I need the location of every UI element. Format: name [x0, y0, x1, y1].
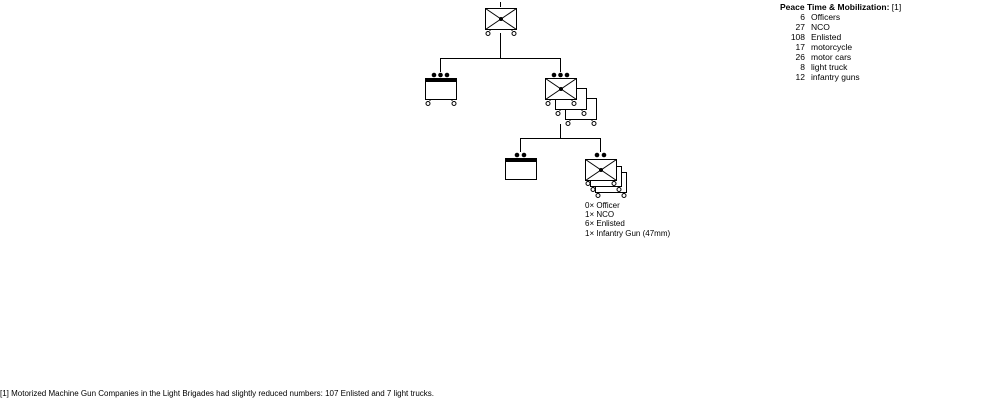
- composition-qty: 1×: [585, 210, 595, 220]
- strength-summary: Peace Time & Mobilization: [1] 6 Officers…: [780, 2, 901, 82]
- summary-label: infantry guns: [811, 72, 860, 82]
- composition-line: 6× Enlisted: [585, 219, 670, 228]
- summary-label: NCO: [811, 22, 830, 32]
- summary-count: 6: [800, 12, 805, 22]
- gun-section-stack: [585, 152, 627, 198]
- summary-label: motor cars: [811, 52, 852, 62]
- summary-table: 6 Officers 27 NCO 108 Enlisted 17 motorcycle…: [780, 12, 860, 82]
- composition-line: 1× NCO: [585, 210, 670, 219]
- summary-count: 8: [800, 62, 805, 72]
- summary-note: [1]: [891, 2, 902, 12]
- composition-qty: 6×: [585, 219, 595, 229]
- composition-qty: 0×: [585, 201, 595, 210]
- summary-count: 26: [795, 52, 805, 62]
- company-hq-symbol: [485, 8, 517, 36]
- composition-qty: 1×: [585, 228, 595, 238]
- hq-platoon-symbol: [425, 72, 457, 106]
- summary-row: 12 infantry guns: [780, 72, 860, 82]
- summary-row: 17 motorcycle: [780, 42, 860, 52]
- summary-label: Officers: [811, 12, 841, 22]
- summary-row: 8 light truck: [780, 62, 860, 72]
- connector-lines: [440, 2, 601, 152]
- summary-count: 12: [795, 72, 805, 82]
- composition-label: Officer: [596, 201, 620, 210]
- section-composition: 0× Officer 1× NCO 6× Enlisted 1× Infantr…: [585, 201, 670, 238]
- composition-line: 0× Officer: [585, 201, 670, 210]
- summary-row: 27 NCO: [780, 22, 860, 32]
- summary-count: 17: [795, 42, 805, 52]
- summary-title-line: Peace Time & Mobilization: [1]: [780, 2, 901, 12]
- gun-section-symbol-1: [585, 159, 617, 186]
- composition-label: NCO: [596, 210, 615, 220]
- footnote: [1] Motorized Machine Gun Companies in t…: [0, 389, 435, 398]
- summary-row: 26 motor cars: [780, 52, 860, 62]
- summary-label: motorcycle: [811, 42, 853, 52]
- mg-platoon-stack: [545, 72, 597, 126]
- summary-row: 6 Officers: [780, 12, 860, 22]
- composition-line: 1× Infantry Gun (47mm): [585, 229, 670, 238]
- summary-label: Enlisted: [811, 32, 842, 42]
- summary-label: light truck: [811, 62, 848, 72]
- summary-count: 27: [795, 22, 805, 32]
- mg-platoon-symbol-1: [545, 78, 577, 106]
- summary-row: 108 Enlisted: [780, 32, 860, 42]
- composition-label: Enlisted: [596, 219, 625, 229]
- composition-label: Infantry Gun (47mm): [596, 228, 671, 238]
- summary-count: 108: [790, 32, 805, 42]
- summary-title: Peace Time & Mobilization:: [780, 2, 890, 12]
- section-hq-symbol: [505, 152, 537, 180]
